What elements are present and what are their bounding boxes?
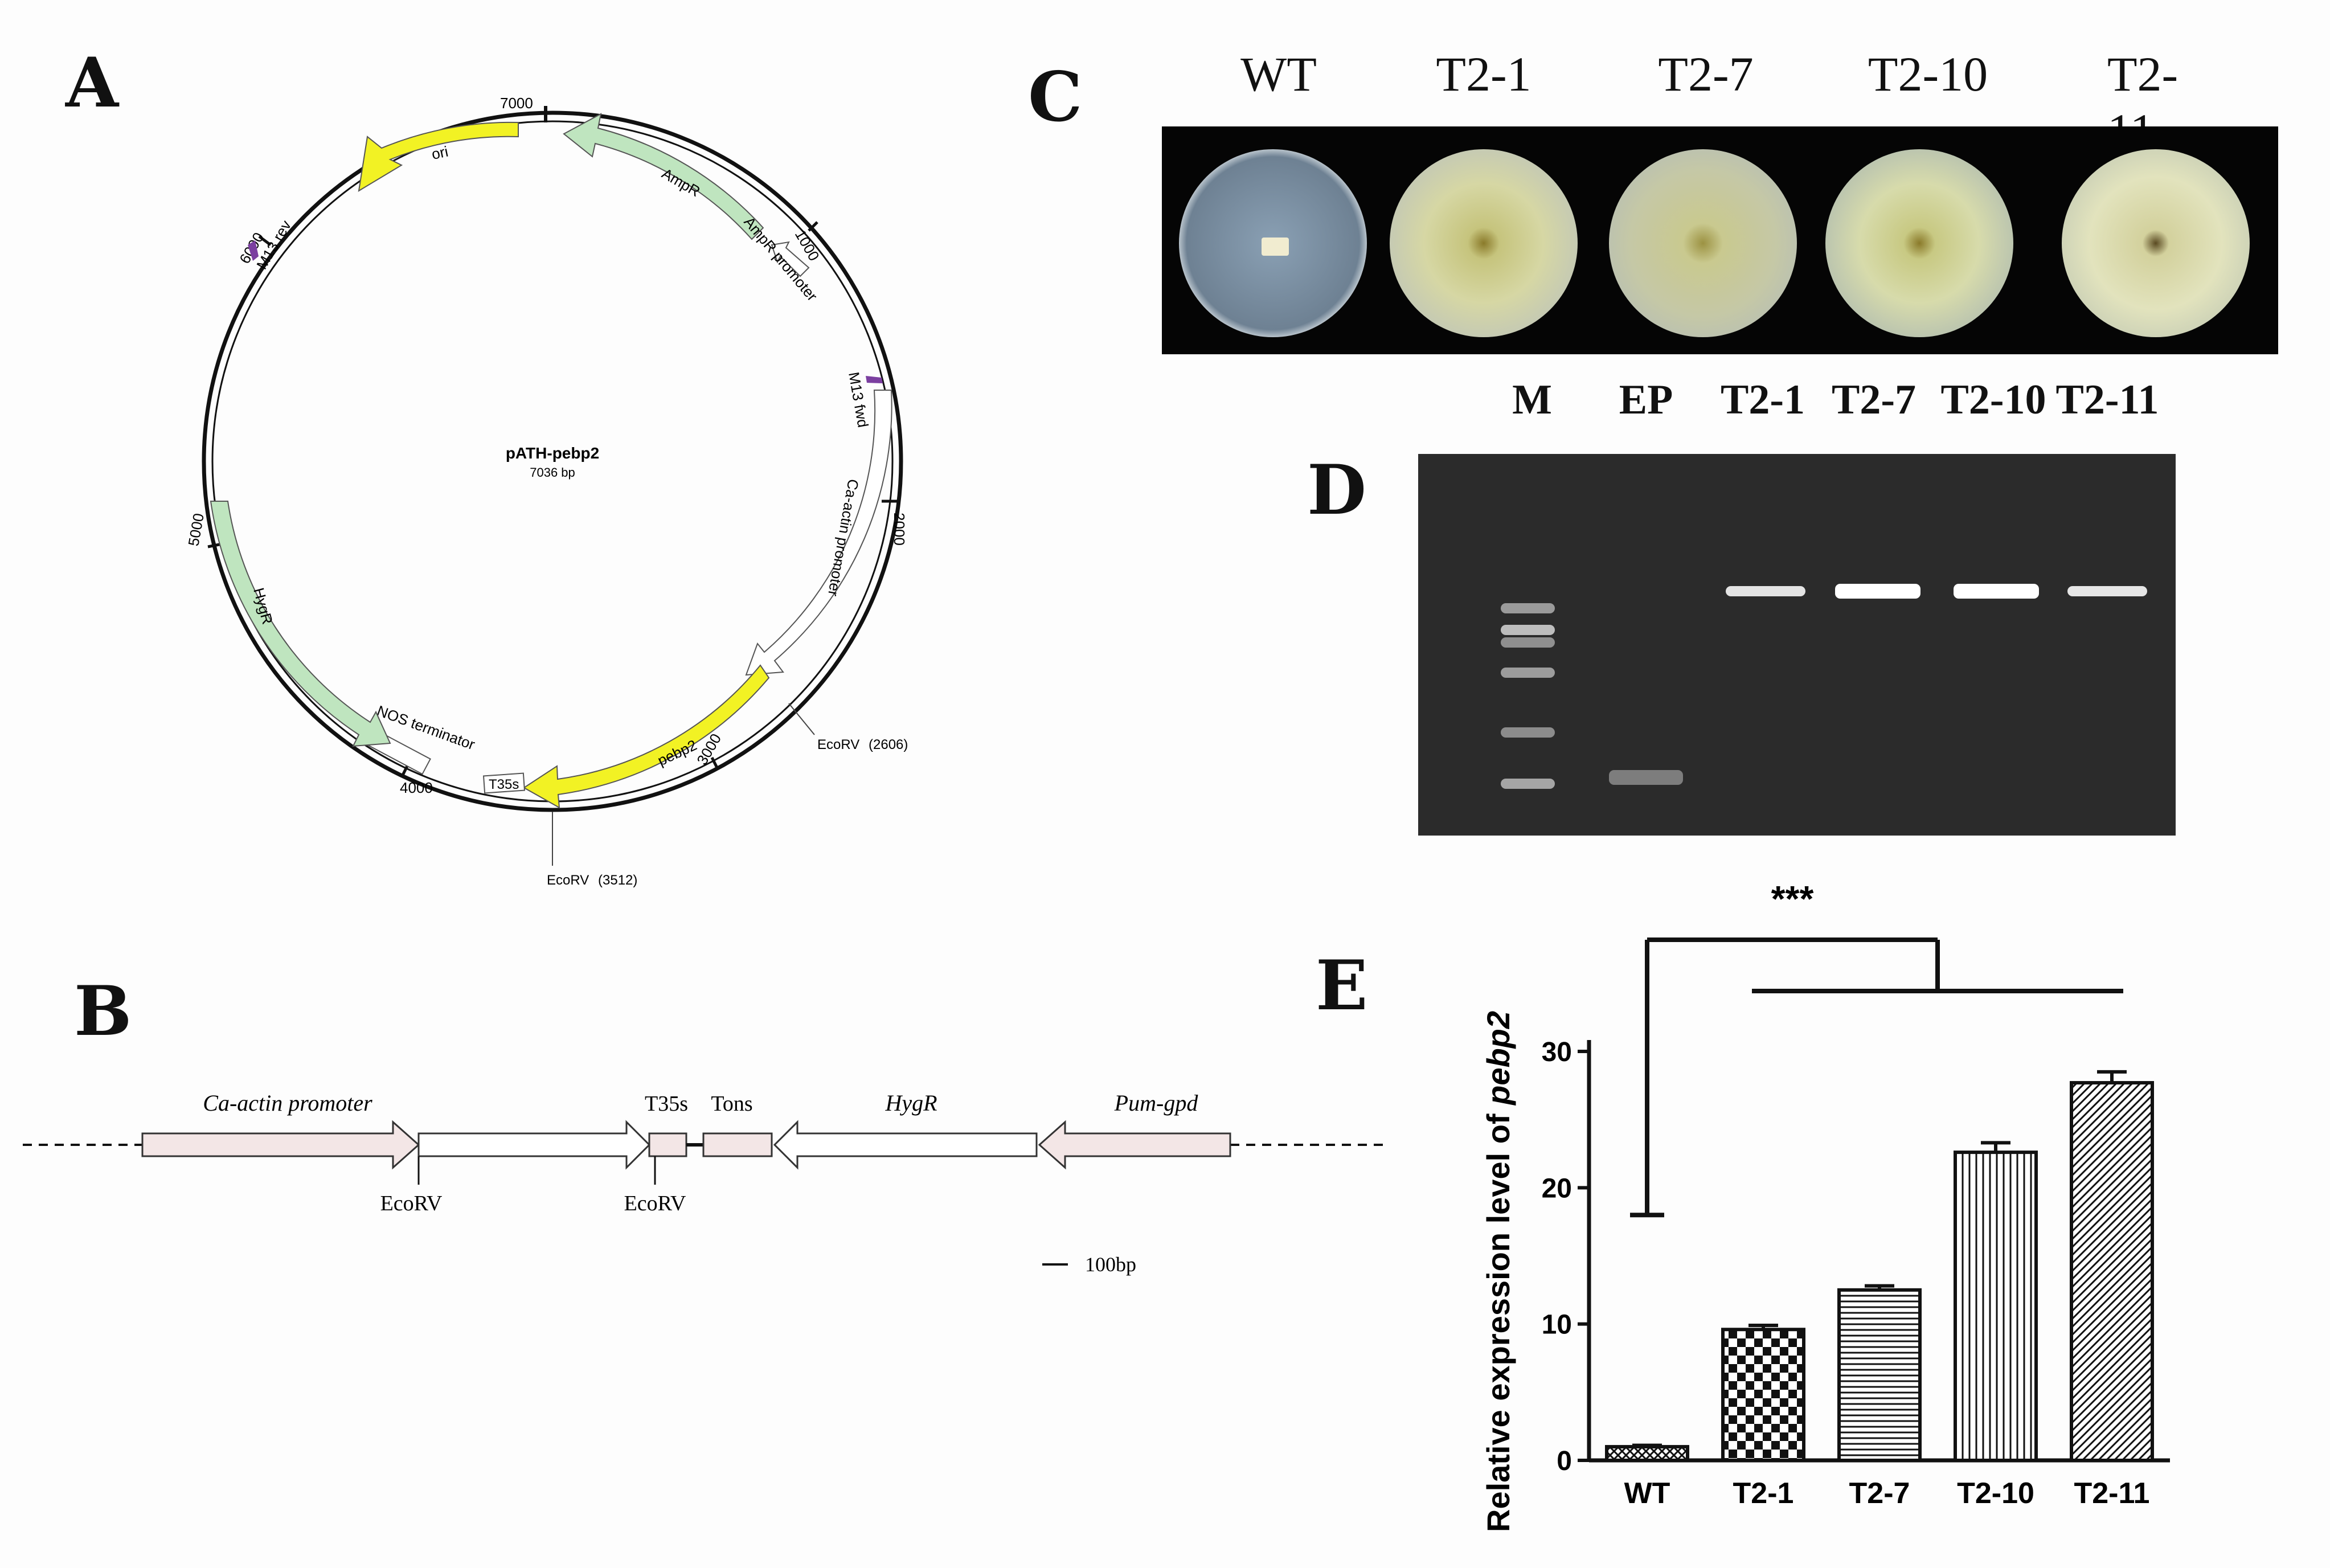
lane-label-ep: EP	[1619, 376, 1673, 423]
construct-tons-label: Tons	[711, 1092, 752, 1116]
ori-feature	[358, 121, 519, 192]
plate-label-t2-1: T2-1	[1436, 47, 1532, 101]
plate-label-t2-10: T2-10	[1868, 47, 1988, 101]
ecorv-site-2-pos: (3512)	[598, 873, 637, 888]
lane-label-t2-1: T2-1	[1721, 376, 1805, 423]
hygr-feature	[210, 501, 391, 747]
construct-ca-actin-arrow	[141, 1120, 420, 1170]
ladder-band	[1501, 637, 1555, 648]
ampr-promoter-feature	[771, 241, 810, 277]
tick-5000: 5000	[185, 512, 207, 547]
construct-hygr-label: HygR	[885, 1090, 937, 1116]
panel-label-e: E	[1316, 945, 1368, 1026]
ecorv-site-1-pos: (2606)	[869, 737, 908, 752]
y-tick-label: 0	[1557, 1446, 1572, 1476]
construct-ecorv-right: EcoRV	[624, 1192, 686, 1215]
chart-bars: WT T2-1 T2-7 T2-10 T2-11	[1605, 1070, 2154, 1510]
tick-4000: 4000	[400, 779, 433, 796]
construct-hygr-arrow	[773, 1120, 1038, 1170]
x-tick-label: T2-10	[1957, 1477, 2034, 1510]
m13-fwd-marker	[866, 376, 883, 383]
ecorv-site-2: EcoRV	[547, 873, 589, 888]
x-tick-label: T2-1	[1733, 1477, 1794, 1510]
ladder-band	[1501, 727, 1555, 738]
construct-ecorv-left: EcoRV	[380, 1192, 443, 1215]
construct-ca-actin-label: Ca-actin promoter	[203, 1090, 372, 1116]
significance-bracket: ***	[1630, 878, 2123, 1218]
panel-label-a: A	[65, 43, 119, 123]
gel-image	[1418, 454, 2176, 836]
y-axis-label: Relative expression level of pebp2	[1480, 1011, 1516, 1532]
plate-labels: WT T2-1 T2-7 T2-10 T2-11	[1162, 46, 2278, 158]
expression-chart: Relative expression level of pebp2 0 10 20…	[1480, 878, 2170, 1532]
lane-label-t2-7: T2-7	[1832, 376, 1916, 423]
dish-t2-1	[1390, 149, 1578, 337]
bar-wt	[1605, 1445, 1689, 1462]
lane-label-t2-10: T2-10	[1940, 376, 2046, 423]
plate-photo	[1162, 126, 2278, 354]
plate-label-wt: WT	[1240, 47, 1317, 101]
pebp2-feature	[523, 664, 770, 809]
ecorv-site-1: EcoRV	[817, 737, 859, 752]
ori-label: ori	[430, 143, 450, 163]
x-tick-label: T2-7	[1849, 1477, 1910, 1510]
y-tick-label: 10	[1542, 1310, 1572, 1340]
construct-t35s-label: T35s	[645, 1092, 688, 1116]
bar-t2-7	[1837, 1288, 1922, 1462]
construct-t35s-box	[648, 1132, 687, 1157]
plasmid-name: pATH-pebp2	[506, 444, 599, 462]
x-tick-label: WT	[1624, 1477, 1670, 1510]
t35s-label: T35s	[489, 777, 519, 792]
dish-t2-11	[2062, 149, 2250, 337]
y-tick-label: 20	[1542, 1173, 1572, 1203]
t35s-feature	[482, 772, 526, 794]
x-tick-label: T2-11	[2074, 1477, 2150, 1510]
lane-label-t2-11: T2-11	[2055, 376, 2159, 423]
ladder-band	[1501, 668, 1555, 678]
gel-band-t2-1	[1726, 586, 1805, 596]
inoculum-plug	[1262, 238, 1289, 256]
significance-stars: ***	[1771, 878, 1814, 919]
panel-label-d: D	[1307, 450, 1367, 530]
ca-actin-promoter-feature	[745, 390, 892, 676]
plate-label-t2-7: T2-7	[1658, 47, 1754, 101]
ladder-band	[1501, 603, 1555, 613]
construct-pum-gpd-arrow	[1038, 1120, 1231, 1170]
plasmid-size: 7036 bp	[530, 465, 575, 480]
ladder-band	[1501, 625, 1555, 635]
m13-rev-marker	[248, 240, 259, 261]
panel-label-b: B	[74, 971, 132, 1051]
gel-band-t2-11	[2067, 586, 2147, 596]
bar-t2-1	[1721, 1328, 1805, 1462]
tick-7000: 7000	[500, 95, 533, 112]
panel-label-c: C	[1028, 57, 1083, 137]
construct-insert-arrow	[417, 1120, 651, 1170]
construct-map: Ca-actin promoter T35s Tons HygR Pum-gpd…	[23, 1090, 1390, 1276]
gel-band-ep	[1609, 770, 1683, 785]
ladder-band	[1501, 779, 1555, 789]
dish-wt	[1179, 149, 1367, 337]
dish-t2-10	[1825, 149, 2013, 337]
bar-t2-10	[1954, 1151, 2038, 1462]
construct-scale-label: 100bp	[1085, 1253, 1136, 1276]
gel-band-t2-10	[1954, 584, 2039, 599]
ampr-feature	[563, 113, 764, 240]
construct-pum-gpd-label: Pum-gpd	[1114, 1090, 1199, 1116]
gel-lane-labels: M EP T2-1 T2-7 T2-10 T2-11	[1418, 376, 2176, 433]
construct-tons-box	[702, 1132, 773, 1157]
plasmid-map: 7000 1000 2000 3000 4000 5000 6000 ori A…	[185, 95, 908, 888]
bar-t2-11	[2070, 1081, 2154, 1462]
dish-t2-7	[1609, 149, 1797, 337]
tick-2000: 2000	[891, 513, 908, 546]
gel-band-t2-7	[1835, 584, 1920, 599]
lane-label-m: M	[1512, 376, 1552, 423]
y-tick-label: 30	[1542, 1037, 1572, 1067]
